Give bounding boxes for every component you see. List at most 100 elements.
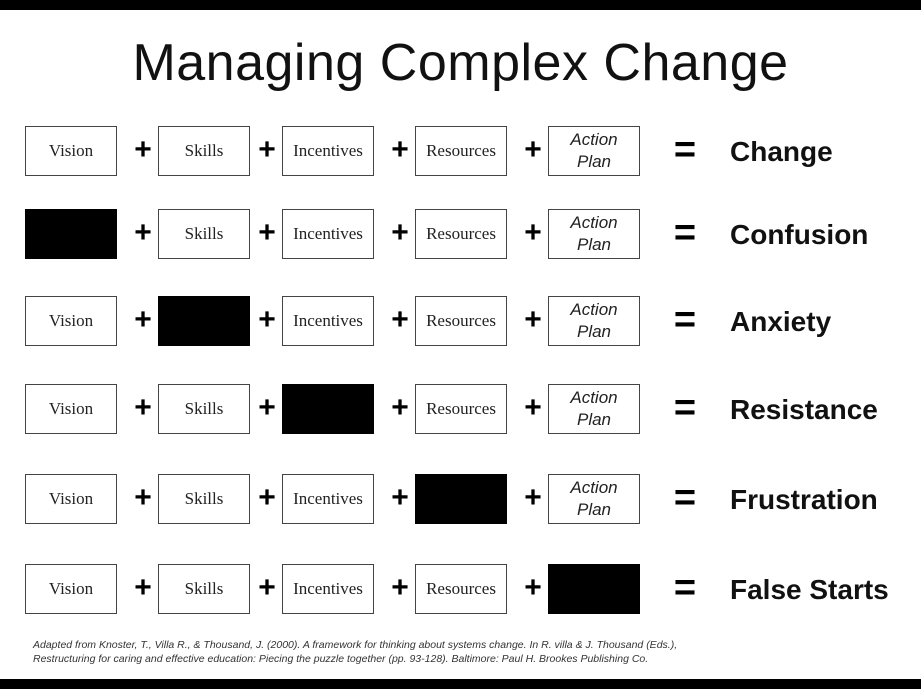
resources-box: Resources bbox=[415, 384, 507, 434]
action-plan-label-line2: Plan bbox=[576, 152, 612, 171]
equals-sign: = bbox=[673, 567, 697, 609]
skills-label: Skills bbox=[184, 489, 224, 508]
plus-sign: + bbox=[134, 391, 152, 424]
action-plan-label-line1: Action bbox=[570, 213, 618, 232]
action-plan-label-line1: Action bbox=[570, 478, 618, 497]
plus-sign: + bbox=[134, 216, 152, 249]
plus-sign: + bbox=[391, 571, 409, 604]
vision-box: Vision bbox=[25, 126, 117, 176]
equals-sign: = bbox=[673, 387, 697, 429]
missing-action-plan-box bbox=[548, 564, 640, 614]
result-label: False Starts bbox=[730, 574, 889, 605]
skills-label: Skills bbox=[184, 141, 224, 160]
plus-sign: + bbox=[258, 481, 276, 514]
vision-label: Vision bbox=[48, 141, 94, 160]
result-label: Anxiety bbox=[730, 306, 832, 337]
incentives-box: Incentives bbox=[282, 474, 374, 524]
plus-sign: + bbox=[524, 571, 542, 604]
resources-label: Resources bbox=[426, 224, 496, 243]
plus-sign: + bbox=[258, 216, 276, 249]
plus-sign: + bbox=[391, 216, 409, 249]
skills-box: Skills bbox=[158, 126, 250, 176]
incentives-label: Incentives bbox=[293, 224, 363, 243]
plus-sign: + bbox=[258, 133, 276, 166]
resources-label: Resources bbox=[426, 579, 496, 598]
incentives-label: Incentives bbox=[293, 311, 363, 330]
skills-box: Skills bbox=[158, 564, 250, 614]
incentives-box: Incentives bbox=[282, 564, 374, 614]
skills-label: Skills bbox=[184, 579, 224, 598]
missing-incentives-box bbox=[282, 384, 374, 434]
plus-sign: + bbox=[524, 481, 542, 514]
incentives-box: Incentives bbox=[282, 209, 374, 259]
plus-sign: + bbox=[134, 481, 152, 514]
resources-box: Resources bbox=[415, 126, 507, 176]
skills-label: Skills bbox=[184, 224, 224, 243]
citation: Adapted from Knoster, T., Villa R., & Th… bbox=[33, 638, 893, 666]
equals-sign: = bbox=[673, 212, 697, 254]
action-plan-label-line1: Action bbox=[570, 388, 618, 407]
incentives-label: Incentives bbox=[293, 489, 363, 508]
bottom-border bbox=[0, 679, 921, 689]
incentives-label: Incentives bbox=[293, 141, 363, 160]
plus-sign: + bbox=[258, 571, 276, 604]
action-plan-label-line2: Plan bbox=[576, 235, 612, 254]
plus-sign: + bbox=[391, 481, 409, 514]
vision-label: Vision bbox=[48, 579, 94, 598]
formula-row-change: Vision + Skills + Incentives + Resources… bbox=[0, 126, 921, 178]
result-label: Change bbox=[730, 136, 833, 167]
missing-skills-box bbox=[158, 296, 250, 346]
vision-label: Vision bbox=[48, 489, 94, 508]
plus-sign: + bbox=[258, 303, 276, 336]
action-plan-label-line1: Action bbox=[570, 300, 618, 319]
top-border bbox=[0, 0, 921, 10]
equals-sign: = bbox=[673, 129, 697, 171]
plus-sign: + bbox=[524, 391, 542, 424]
plus-sign: + bbox=[391, 391, 409, 424]
skills-box: Skills bbox=[158, 474, 250, 524]
plus-sign: + bbox=[524, 216, 542, 249]
result-label: Confusion bbox=[730, 219, 869, 250]
skills-box: Skills bbox=[158, 209, 250, 259]
formula-row-false-starts: Vision + Skills + Incentives + Resources… bbox=[0, 564, 921, 616]
incentives-label: Incentives bbox=[293, 579, 363, 598]
plus-sign: + bbox=[258, 391, 276, 424]
incentives-box: Incentives bbox=[282, 296, 374, 346]
plus-sign: + bbox=[134, 571, 152, 604]
resources-label: Resources bbox=[426, 311, 496, 330]
formula-row-anxiety: Vision + + Incentives + Resources + Acti… bbox=[0, 296, 921, 348]
result-label: Resistance bbox=[730, 394, 878, 425]
incentives-box: Incentives bbox=[282, 126, 374, 176]
result-label: Frustration bbox=[730, 484, 878, 515]
resources-box: Resources bbox=[415, 296, 507, 346]
skills-box: Skills bbox=[158, 384, 250, 434]
resources-label: Resources bbox=[426, 399, 496, 418]
skills-label: Skills bbox=[184, 399, 224, 418]
plus-sign: + bbox=[134, 133, 152, 166]
plus-sign: + bbox=[391, 303, 409, 336]
plus-sign: + bbox=[134, 303, 152, 336]
vision-label: Vision bbox=[48, 399, 94, 418]
page-title: Managing Complex Change bbox=[132, 34, 789, 92]
resources-box: Resources bbox=[415, 564, 507, 614]
equals-sign: = bbox=[673, 477, 697, 519]
vision-box: Vision bbox=[25, 564, 117, 614]
formula-row-confusion: + Skills + Incentives + Resources + Acti… bbox=[0, 209, 921, 261]
equals-sign: = bbox=[673, 299, 697, 341]
missing-vision-box bbox=[25, 209, 117, 259]
plus-sign: + bbox=[391, 133, 409, 166]
plus-sign: + bbox=[524, 133, 542, 166]
action-plan-label-line1: Action bbox=[570, 130, 618, 149]
resources-label: Resources bbox=[426, 141, 496, 160]
vision-box: Vision bbox=[25, 384, 117, 434]
vision-box: Vision bbox=[25, 296, 117, 346]
citation-line-1: Adapted from Knoster, T., Villa R., & Th… bbox=[33, 639, 678, 651]
action-plan-label-line2: Plan bbox=[576, 322, 612, 341]
